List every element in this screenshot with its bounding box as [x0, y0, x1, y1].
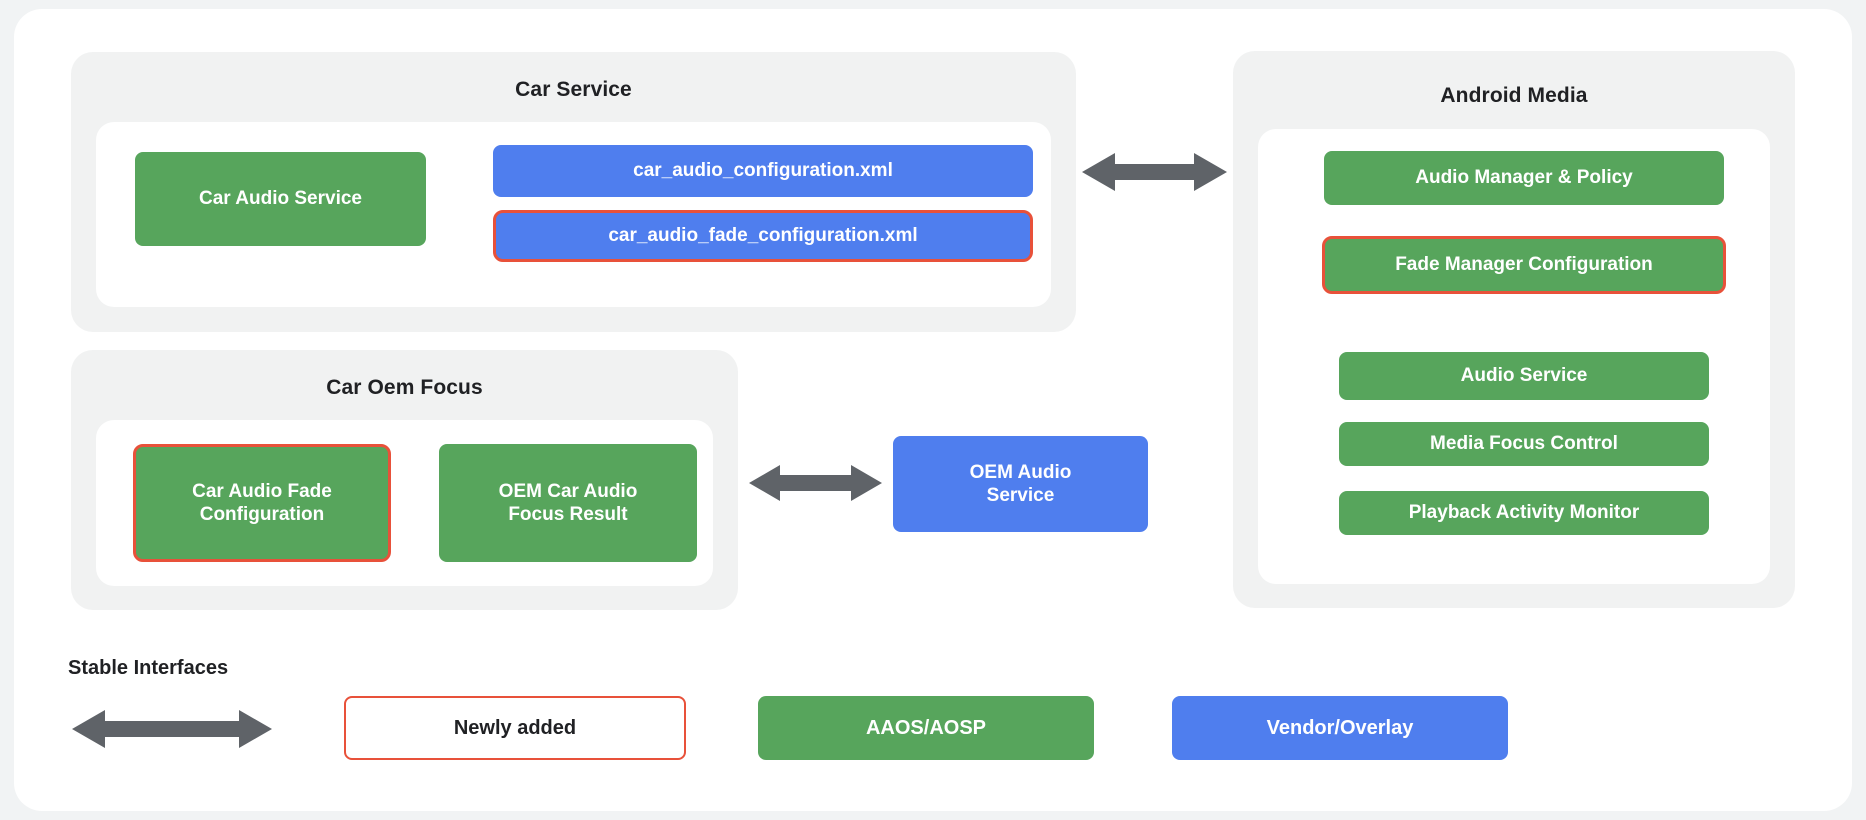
node-playback-activity-monitor[interactable]: Playback Activity Monitor	[1339, 491, 1709, 535]
arrow-car-service-to-android-media	[1082, 149, 1227, 195]
arrow-legend-stable-interfaces	[72, 707, 272, 751]
diagram-card: Car Service Car Audio Service car_audio_…	[14, 9, 1852, 811]
group-car-oem-focus: Car Oem Focus Car Audio Fade Configurati…	[71, 350, 738, 610]
group-android-media-title: Android Media	[1440, 84, 1588, 107]
node-car-audio-service[interactable]: Car Audio Service	[135, 152, 426, 246]
node-fade-manager-configuration[interactable]: Fade Manager Configuration	[1322, 236, 1726, 294]
legend-item-newly-added[interactable]: Newly added	[344, 696, 686, 760]
arrow-car-oem-focus-to-oem-audio-service	[749, 461, 882, 505]
legend-item-vendor-overlay[interactable]: Vendor/Overlay	[1172, 696, 1508, 760]
group-android-media: Android Media Audio Manager & Policy Fad…	[1233, 51, 1795, 608]
node-oem-audio-service[interactable]: OEM Audio Service	[893, 436, 1148, 532]
node-car-audio-fade-configuration[interactable]: Car Audio Fade Configuration	[133, 444, 391, 562]
group-car-service: Car Service Car Audio Service car_audio_…	[71, 52, 1076, 332]
legend-stable-interfaces-label: Stable Interfaces	[68, 657, 229, 679]
legend-item-aaos-aosp[interactable]: AAOS/AOSP	[758, 696, 1094, 760]
group-car-service-title: Car Service	[515, 78, 632, 101]
node-car-audio-fade-configuration-xml[interactable]: car_audio_fade_configuration.xml	[493, 210, 1033, 262]
node-media-focus-control[interactable]: Media Focus Control	[1339, 422, 1709, 466]
node-car-audio-configuration-xml[interactable]: car_audio_configuration.xml	[493, 145, 1033, 197]
node-audio-manager-and-policy[interactable]: Audio Manager & Policy	[1324, 151, 1724, 205]
group-car-oem-focus-title: Car Oem Focus	[326, 376, 483, 399]
node-oem-car-audio-focus-result[interactable]: OEM Car Audio Focus Result	[439, 444, 697, 562]
node-audio-service[interactable]: Audio Service	[1339, 352, 1709, 400]
